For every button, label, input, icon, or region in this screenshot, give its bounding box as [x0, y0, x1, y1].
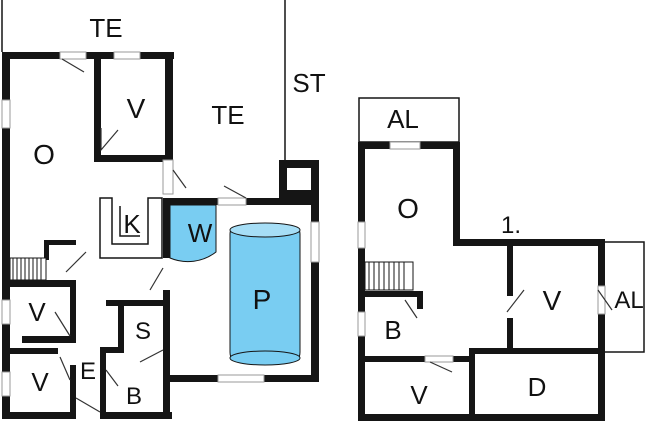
- wall-south-west: [2, 412, 76, 419]
- upper-floor: AL O 1. V AL B V D: [357, 97, 645, 421]
- stairs-upper: [364, 261, 414, 291]
- door-swing-terrace: [172, 169, 187, 189]
- window-west-1: [1, 99, 11, 129]
- upper-wall-bath-south: [365, 356, 475, 362]
- label-upper-living: O: [397, 193, 419, 224]
- label-balcony-top: AL: [387, 104, 419, 134]
- upper-wall-bedroom-west: [507, 246, 513, 296]
- wall-pool-west-upper: [163, 198, 170, 258]
- door-swing-sauna: [139, 349, 164, 363]
- chimney-wall-top: [279, 160, 319, 168]
- upper-wall-dressing-north: [469, 348, 605, 354]
- label-upper-bedroom-right: V: [543, 285, 562, 316]
- upper-window-north: [389, 141, 421, 150]
- door-swing-bedroom-low: [59, 356, 71, 381]
- wall-bathroom-west: [100, 347, 106, 419]
- label-pool: P: [253, 284, 272, 315]
- wall-sauna-west: [118, 300, 124, 350]
- wall-bedroom-mid-east: [70, 280, 76, 342]
- upper-wall-east: [598, 239, 605, 419]
- wall-bedroom-low-north: [2, 348, 58, 354]
- upper-wall-north-step: [453, 142, 460, 246]
- window-north-1: [59, 51, 87, 60]
- upper-door-swing-bedroom: [506, 289, 525, 313]
- wall-north: [2, 52, 174, 59]
- label-bedroom-low: V: [31, 367, 49, 397]
- wall-stair-ledge-2: [44, 240, 49, 260]
- wall-bedroom-top-south: [94, 155, 173, 162]
- pool-rim-top: [229, 222, 301, 238]
- wall-bedroom-top-east: [165, 52, 173, 162]
- upper-wall-bath-east: [417, 291, 423, 309]
- ground-floor: TE TE ST O V K W P V V E S B: [1, 0, 326, 419]
- upper-door-swing-bath: [404, 299, 418, 319]
- wall-south-east: [100, 412, 172, 419]
- label-steps: ST: [292, 68, 325, 98]
- upper-window-west-2: [357, 311, 366, 337]
- wc-shape: [169, 204, 217, 263]
- label-wc: W: [188, 218, 213, 248]
- label-entrance: E: [80, 358, 96, 385]
- wall-bedroom-mid-north: [2, 280, 76, 287]
- wall-bedroom-top-west: [94, 52, 101, 162]
- window-pool-north: [217, 197, 247, 206]
- stairs-ground: [9, 257, 47, 281]
- label-balcony-right: AL: [614, 287, 643, 314]
- label-sauna: S: [135, 318, 151, 345]
- terrace-outline: [1, 0, 286, 162]
- wall-bathroom-north: [100, 347, 124, 353]
- door-swing-bedroom-top: [100, 128, 119, 152]
- door-swing-bedroom-mid: [54, 311, 71, 337]
- upper-wall-bedroom-west-2: [507, 318, 513, 354]
- door-swing-bathroom: [105, 369, 119, 387]
- upper-door-swing-balcony: [597, 289, 613, 311]
- wall-bedroom-mid-south: [22, 336, 76, 343]
- wall-pool-west-lower: [163, 290, 170, 419]
- window-west-3: [1, 371, 11, 397]
- upper-wall-north-2: [453, 239, 604, 246]
- wall-bedroom-low-east: [70, 365, 76, 419]
- label-terrace-top: TE: [89, 13, 122, 43]
- label-bedroom-mid: V: [28, 297, 46, 327]
- upper-door-swing-bedroom-low: [429, 361, 453, 373]
- wall-west: [2, 52, 10, 418]
- label-upper-bathroom: B: [384, 315, 401, 345]
- label-upper-bedroom-low: V: [410, 380, 428, 410]
- wall-stair-ledge: [44, 240, 76, 245]
- chimney-wall-left: [279, 160, 287, 198]
- window-west-2: [1, 299, 11, 325]
- upper-wall-dressing-west: [469, 348, 475, 421]
- wall-pool-east: [311, 160, 319, 382]
- upper-window-west-1: [357, 221, 366, 249]
- label-dressing: D: [528, 372, 547, 402]
- door-swing-hall: [149, 267, 164, 291]
- label-level: 1.: [501, 212, 521, 239]
- label-living: O: [33, 139, 55, 170]
- chimney-wall-bottom: [279, 190, 319, 198]
- upper-wall-bath-north: [365, 291, 423, 297]
- door-swing-living: [61, 58, 85, 73]
- window-pool-south: [217, 374, 265, 383]
- kitchen-counter-inner: [119, 206, 140, 237]
- wall-sauna-north: [106, 300, 170, 306]
- window-pool-east: [310, 221, 320, 263]
- upper-wall-south: [358, 414, 605, 421]
- label-terrace-right: TE: [211, 100, 244, 130]
- label-bathroom: B: [126, 383, 142, 410]
- window-north-2: [113, 51, 141, 60]
- label-kitchen: K: [123, 209, 141, 239]
- pool-rim-bottom: [229, 350, 301, 366]
- window-wc-door-gap: [162, 159, 174, 195]
- label-bedroom-top: V: [127, 93, 146, 124]
- door-swing-stair: [65, 251, 87, 273]
- upper-door-gap-bath: [424, 355, 454, 363]
- door-swing-pool: [223, 185, 247, 199]
- upper-wall-west: [358, 142, 365, 419]
- door-swing-entrance: [75, 397, 101, 413]
- upper-window-east: [597, 285, 606, 315]
- kitchen-counter: [99, 197, 163, 259]
